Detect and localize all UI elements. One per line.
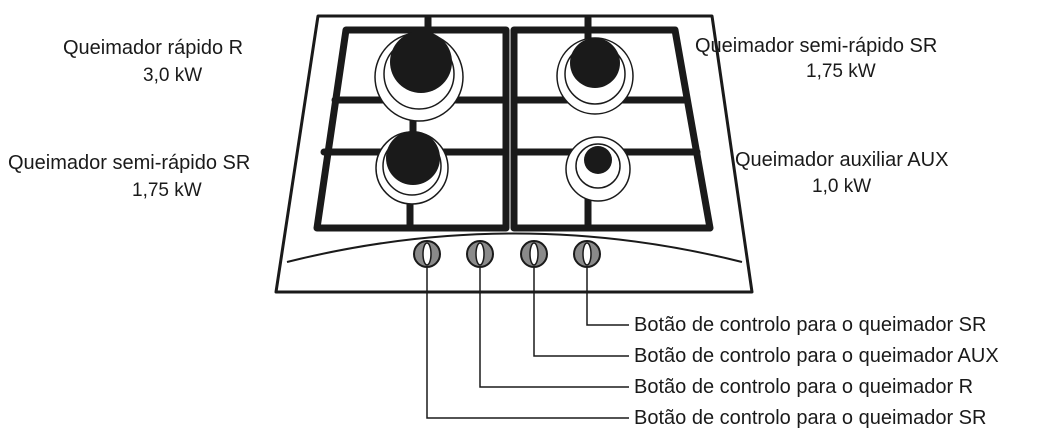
leader-line-knob-3 [533,268,629,357]
burner-name-bottom-left: Queimador semi-rápido SR [8,152,251,174]
burner-semirapid-top-right [556,37,634,115]
control-panel-curve [286,232,743,263]
control-label-knob-2: Botão de controlo para o queimador R [634,376,974,398]
control-label-knob-3: Botão de controlo para o queimador AUX [634,345,999,367]
burner-name-top-right: Queimador semi-rápido SR [695,35,938,57]
leader-line-knob-1 [426,268,629,419]
burner-auxiliary-bottom-right [565,136,631,202]
knob-1 [413,240,441,268]
leader-line-knob-4 [586,268,629,326]
knob-3 [520,240,548,268]
burner-rapid-top-left [374,31,464,122]
burner-name-bottom-right: Queimador auxiliar AUX [735,149,949,171]
burner-power-bottom-right: 1,0 kW [812,176,872,197]
burner-power-top-left: 3,0 kW [143,65,203,86]
leader-line-knob-2 [479,268,629,388]
burner-power-top-right: 1,75 kW [806,61,876,82]
burner-power-bottom-left: 1,75 kW [132,180,202,201]
knob-4 [573,240,601,268]
control-label-knob-1: Botão de controlo para o queimador SR [634,407,987,429]
support-tips [424,14,592,34]
burner-name-top-left: Queimador rápido R [63,37,244,59]
control-label-knob-4: Botão de controlo para o queimador SR [634,314,987,336]
knob-2 [466,240,494,268]
burner-semirapid-bottom-left [375,131,449,205]
